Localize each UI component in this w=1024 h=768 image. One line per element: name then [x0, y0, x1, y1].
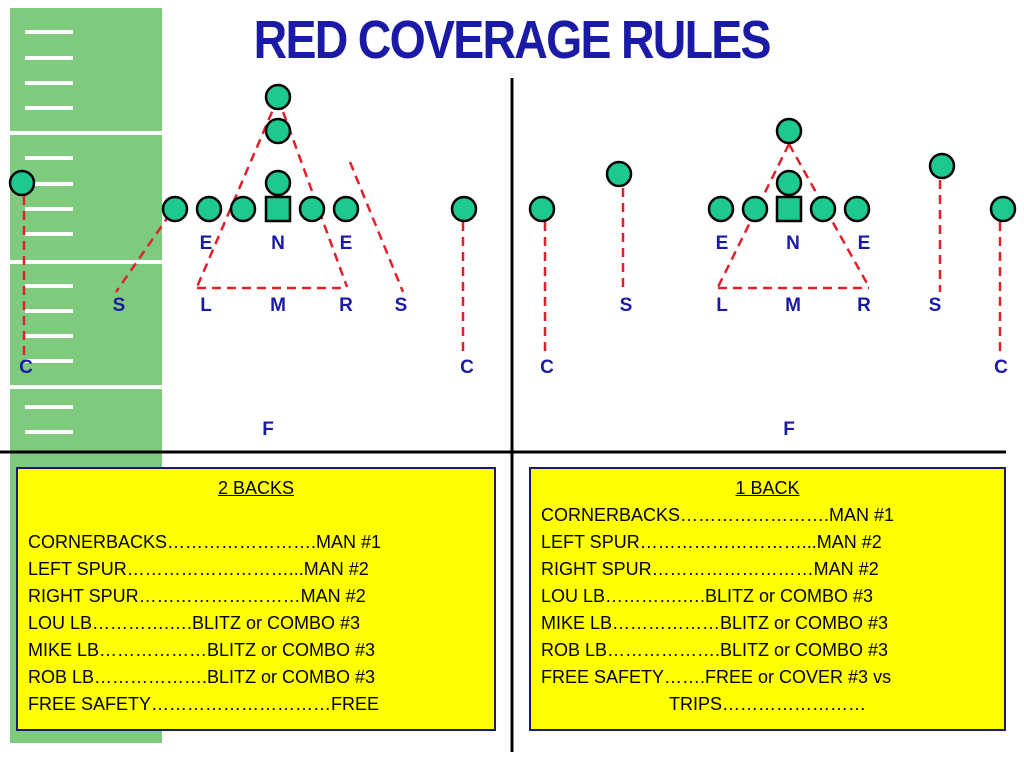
- hash-mark: [25, 207, 73, 211]
- label-free-safety: F: [783, 419, 795, 440]
- left-assignment-lines: [22, 97, 465, 355]
- rules-panel-2-backs: 2 BACKS CORNERBACKS…………………….MAN #1 LEFT …: [16, 467, 496, 731]
- player-marker: [264, 169, 292, 197]
- label-rob-lb: R: [857, 295, 871, 316]
- rule-row: CORNERBACKS…………………….MAN #1: [28, 532, 382, 552]
- rule-row: FREE SAFETY…………………………FREE: [28, 694, 380, 714]
- label-nose: N: [271, 233, 285, 254]
- right-defense-labels: E N E S L M R S C C F: [540, 233, 1008, 440]
- rule-row: FREE SAFETY…….FREE or COVER #3 vs: [541, 667, 892, 687]
- player-marker: [264, 83, 292, 111]
- rule-row: RIGHT SPUR………………………MAN #2: [541, 559, 879, 579]
- label-end: E: [340, 233, 353, 254]
- panel-heading: 2 BACKS: [217, 478, 295, 498]
- rule-row: CORNERBACKS…………………….MAN #1: [541, 505, 895, 525]
- label-corner: C: [994, 357, 1008, 378]
- yard-line: [10, 131, 162, 135]
- rule-row: LEFT SPUR………………………...MAN #2: [541, 532, 882, 552]
- label-rob-lb: R: [339, 295, 353, 316]
- hash-mark: [25, 430, 73, 434]
- label-corner: C: [460, 357, 474, 378]
- rule-row: MIKE LB………………BLITZ or COMBO #3: [28, 640, 376, 660]
- hash-mark: [25, 232, 73, 236]
- player-marker: [298, 195, 326, 223]
- label-corner: C: [540, 357, 554, 378]
- player-marker: [775, 169, 803, 197]
- label-nose: N: [786, 233, 800, 254]
- player-marker: [843, 195, 871, 223]
- hash-mark: [25, 309, 73, 313]
- label-end: E: [716, 233, 729, 254]
- label-spur: S: [620, 295, 633, 316]
- label-spur: S: [395, 295, 408, 316]
- hash-mark: [25, 30, 73, 34]
- rule-row: LEFT SPUR………………………...MAN #2: [28, 559, 369, 579]
- rule-row: ROB LB……………….BLITZ or COMBO #3: [28, 667, 376, 687]
- label-corner: C: [19, 357, 33, 378]
- hash-mark: [25, 359, 73, 363]
- rule-row-continuation: TRIPS……………………: [668, 694, 866, 714]
- player-marker: [8, 169, 36, 197]
- hash-mark: [25, 405, 73, 409]
- hash-mark: [25, 106, 73, 110]
- panel-heading: 1 BACK: [735, 478, 800, 498]
- player-marker: [332, 195, 360, 223]
- left-offense: [8, 83, 478, 223]
- player-marker: [989, 195, 1017, 223]
- label-lou-lb: L: [716, 295, 728, 316]
- label-free-safety: F: [262, 419, 274, 440]
- center-marker: [775, 195, 803, 223]
- label-end: E: [858, 233, 871, 254]
- center-marker: [264, 195, 292, 223]
- assignment-line: [195, 97, 280, 288]
- player-marker: [450, 195, 478, 223]
- spacer: [28, 502, 484, 529]
- player-marker: [195, 195, 223, 223]
- rule-row: MIKE LB………………BLITZ or COMBO #3: [541, 613, 889, 633]
- rule-row: RIGHT SPUR………………………MAN #2: [28, 586, 366, 606]
- player-marker: [707, 195, 735, 223]
- right-offense: [528, 117, 1017, 223]
- player-marker: [741, 195, 769, 223]
- rule-row: LOU LB………….….BLITZ or COMBO #3: [28, 613, 361, 633]
- label-end: E: [200, 233, 213, 254]
- label-spur: S: [929, 295, 942, 316]
- player-marker: [264, 117, 292, 145]
- rules-panel-1-back: 1 BACK CORNERBACKS…………………….MAN #1 LEFT S…: [529, 467, 1006, 731]
- hash-mark: [25, 56, 73, 60]
- assignment-line: [348, 161, 405, 293]
- player-marker: [605, 160, 633, 188]
- label-mike-lb: M: [270, 295, 286, 316]
- hash-mark: [25, 156, 73, 160]
- player-marker: [161, 195, 189, 223]
- yard-line: [10, 260, 162, 264]
- label-spur: S: [113, 295, 126, 316]
- yard-line: [10, 385, 162, 389]
- label-mike-lb: M: [785, 295, 801, 316]
- player-marker: [928, 152, 956, 180]
- assignment-line: [114, 213, 172, 293]
- player-marker: [775, 117, 803, 145]
- page-title: RED COVERAGE RULES: [253, 10, 772, 70]
- hash-mark: [25, 334, 73, 338]
- left-defense-labels: E N E S L M R S C C F: [19, 233, 474, 440]
- hash-mark: [25, 284, 73, 288]
- player-marker: [809, 195, 837, 223]
- player-marker: [528, 195, 556, 223]
- rule-row: LOU LB………….….BLITZ or COMBO #3: [541, 586, 874, 606]
- hash-mark: [25, 182, 73, 186]
- label-lou-lb: L: [200, 295, 212, 316]
- hash-mark: [25, 81, 73, 85]
- rule-row: ROB LB……………….BLITZ or COMBO #3: [541, 640, 889, 660]
- player-marker: [229, 195, 257, 223]
